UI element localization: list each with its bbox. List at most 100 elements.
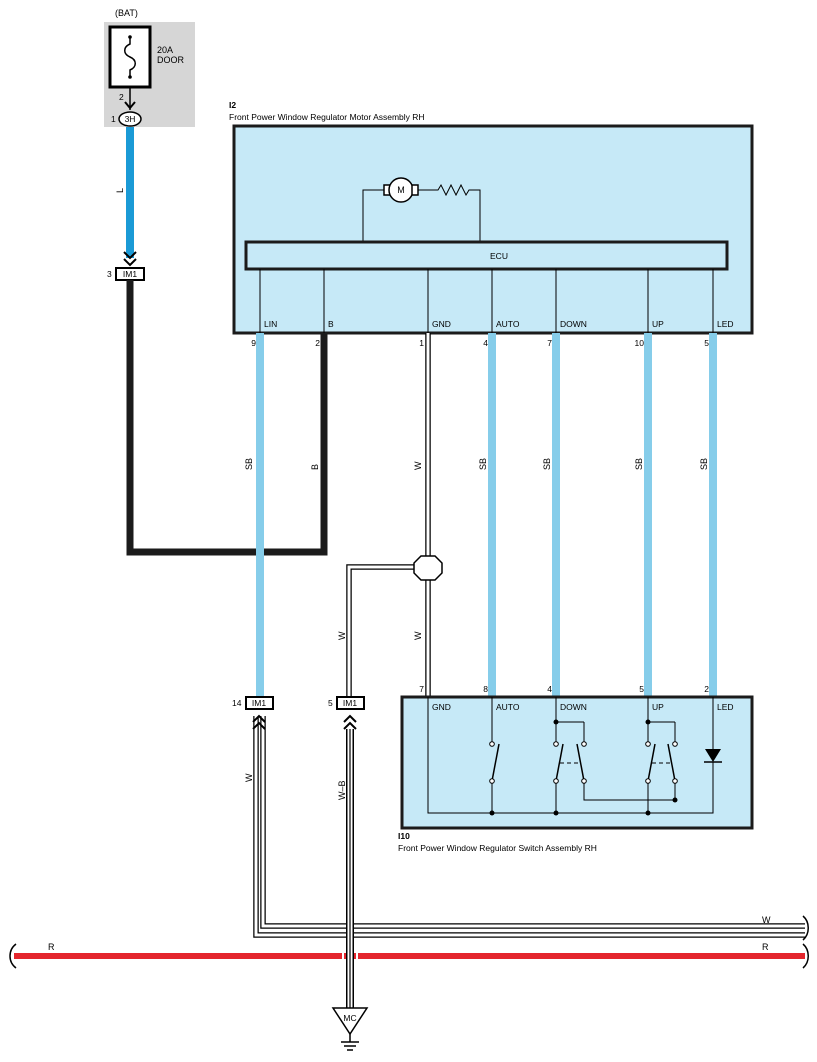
ground-label: MC [343,1013,356,1023]
motor-terminal-pin: 1 [419,338,424,348]
motor-terminal-label: GND [432,319,451,329]
contact-point [553,741,559,747]
contact-point [672,741,678,747]
switch-terminal-label: LED [717,702,734,712]
motor-terminal-pin: 9 [251,338,256,348]
ecu-label: ECU [490,251,508,261]
resistor-icon [418,183,481,242]
junction-dot [645,719,651,725]
motor-brush-right [411,184,419,196]
junction-dot [489,810,495,816]
motor-terminal-label: B [328,319,334,329]
connector-im1-top-pin: 3 [107,269,112,279]
wire-sb-label: SB [699,458,709,470]
fuse-icon [124,36,136,78]
fuse-pin-label: 2 [119,92,124,102]
wire-w-splice-label: W [337,631,347,640]
motor-terminal-label: AUTO [496,319,520,329]
contact-point [581,741,587,747]
connector-chevron-icon [123,251,137,260]
wire-lin-label: SB [244,458,254,470]
motor-assembly-code: I2 [229,100,236,110]
fuse-rating: 20A [157,45,173,55]
switch-terminal-pin: 4 [547,684,552,694]
wire-r-left-label: R [48,942,55,952]
switch-assembly-title: Front Power Window Regulator Switch Asse… [398,843,597,853]
wire-gnd-lower-label: W [413,631,423,640]
wire-sb-label: SB [634,458,644,470]
motor-assembly-box [232,124,754,335]
connector-chevron-icon [343,714,357,723]
connector-chevron-icon [252,714,266,723]
switch-terminal-label: GND [432,702,451,712]
wire-break-icon [802,915,809,941]
contact-point [489,741,495,747]
motor-label: M [397,185,405,195]
down-switch-contact [555,743,564,782]
motor-lead-left [362,189,384,242]
wire-b [126,280,328,556]
connector-chevron-icon [124,101,136,110]
junction-dot [553,810,559,816]
junction-dot [672,797,678,803]
fuse-terminal-dot [128,35,132,39]
up-switch-contact [667,743,676,782]
switch-terminal-label: AUTO [496,702,520,712]
motor-terminal-pin: 10 [635,338,645,348]
connector-im1-left-label: IM1 [252,698,266,708]
switch-circuit [427,697,714,814]
contact-point [581,778,587,784]
wire-r-right-label: R [762,942,769,952]
switch-terminal-label: UP [652,702,664,712]
motor-terminal-pin: 2 [315,338,320,348]
motor-terminal-label: UP [652,319,664,329]
connector-im1-left [245,696,274,710]
contact-point [645,741,651,747]
motor-terminal-pin: 7 [547,338,552,348]
wire-b-label: B [310,464,320,470]
auto-switch-contact [491,743,500,782]
switch-terminal-pin: 5 [639,684,644,694]
contact-point [553,778,559,784]
switch-ground-rail [427,697,714,814]
wire-wb-label: W–B [337,780,347,800]
switch-terminal-pin: 2 [704,684,709,694]
wire-break-icon [802,943,809,969]
connector-chevron-icon [123,258,137,267]
motor-terminal-label: DOWN [560,319,587,329]
splice-point [413,555,443,581]
connector-3h-pin: 1 [111,114,116,124]
connector-im1-mid [336,696,365,710]
down-switch-return [583,781,675,801]
wire-w-right-label: W [762,915,771,925]
fuse-name: DOOR [157,55,185,65]
motor-terminal-pin: 4 [483,338,488,348]
connector-chevron-icon [252,721,266,730]
connector-chevron-icon [343,721,357,730]
connector-3h-label: 3H [125,114,136,124]
wire-break-icon [9,943,17,969]
wire-w-bus [254,716,805,937]
ecu-box [244,240,729,271]
switch-terminal-label: DOWN [560,702,587,712]
up-switch-contact [647,743,656,782]
switch-terminal-pin: 8 [483,684,488,694]
motor-assembly-title: Front Power Window Regulator Motor Assem… [229,112,425,122]
battery-source-label: (BAT) [115,8,138,18]
switch-junctions [489,719,678,816]
ground-point [331,1007,369,1036]
wire-w-splice [347,565,428,697]
wire-w-left-label: W [244,773,254,782]
motor-terminal-label: LED [717,319,734,329]
switch-contact-points [489,741,678,784]
wire-w-bus2 [261,716,805,928]
fuse-terminal-dot [128,75,132,79]
contact-point [672,778,678,784]
junction-dot [553,719,559,725]
switch-terminal-pin: 7 [419,684,424,694]
motor-terminal-label: LIN [264,319,277,329]
